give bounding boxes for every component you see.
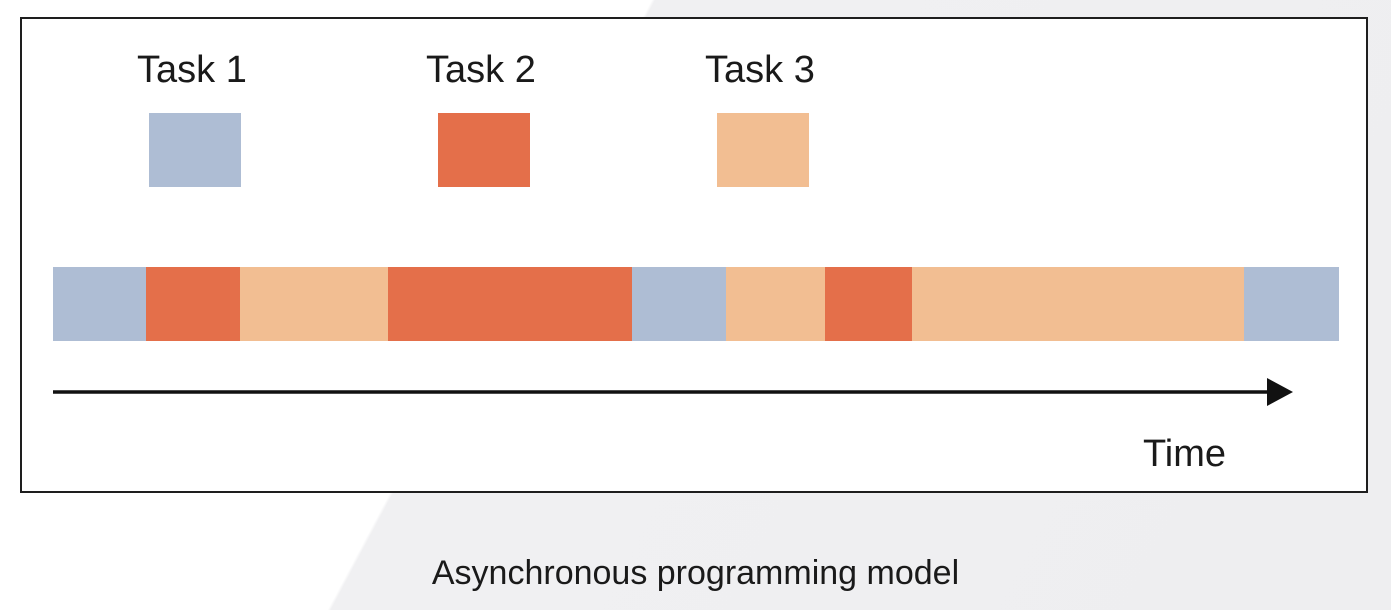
task-2-label: Task 2 bbox=[426, 49, 536, 91]
time-axis-label: Time bbox=[1143, 433, 1227, 475]
task-3-label: Task 3 bbox=[705, 49, 815, 91]
task-1-swatch bbox=[149, 113, 241, 187]
timeline-segment-task-1 bbox=[632, 267, 726, 341]
timeline-segment-task-3 bbox=[240, 267, 388, 341]
timeline-segment-task-3 bbox=[912, 267, 1244, 341]
timeline-segment-task-3 bbox=[726, 267, 825, 341]
timeline-segment-task-2 bbox=[825, 267, 912, 341]
task-3-swatch bbox=[717, 113, 809, 187]
figure-caption: Asynchronous programming model bbox=[431, 554, 960, 592]
diagram-frame: Task 1 Task 2 Task 3 Time bbox=[20, 17, 1368, 493]
time-axis-arrow bbox=[53, 378, 1293, 406]
timeline-segment-task-2 bbox=[388, 267, 632, 341]
timeline-segment-task-2 bbox=[146, 267, 240, 341]
task-1-label: Task 1 bbox=[137, 49, 247, 91]
task-2-swatch bbox=[438, 113, 530, 187]
timeline-bar bbox=[53, 267, 1339, 341]
timeline-segment-task-1 bbox=[1244, 267, 1339, 341]
timeline-segment-task-1 bbox=[53, 267, 146, 341]
